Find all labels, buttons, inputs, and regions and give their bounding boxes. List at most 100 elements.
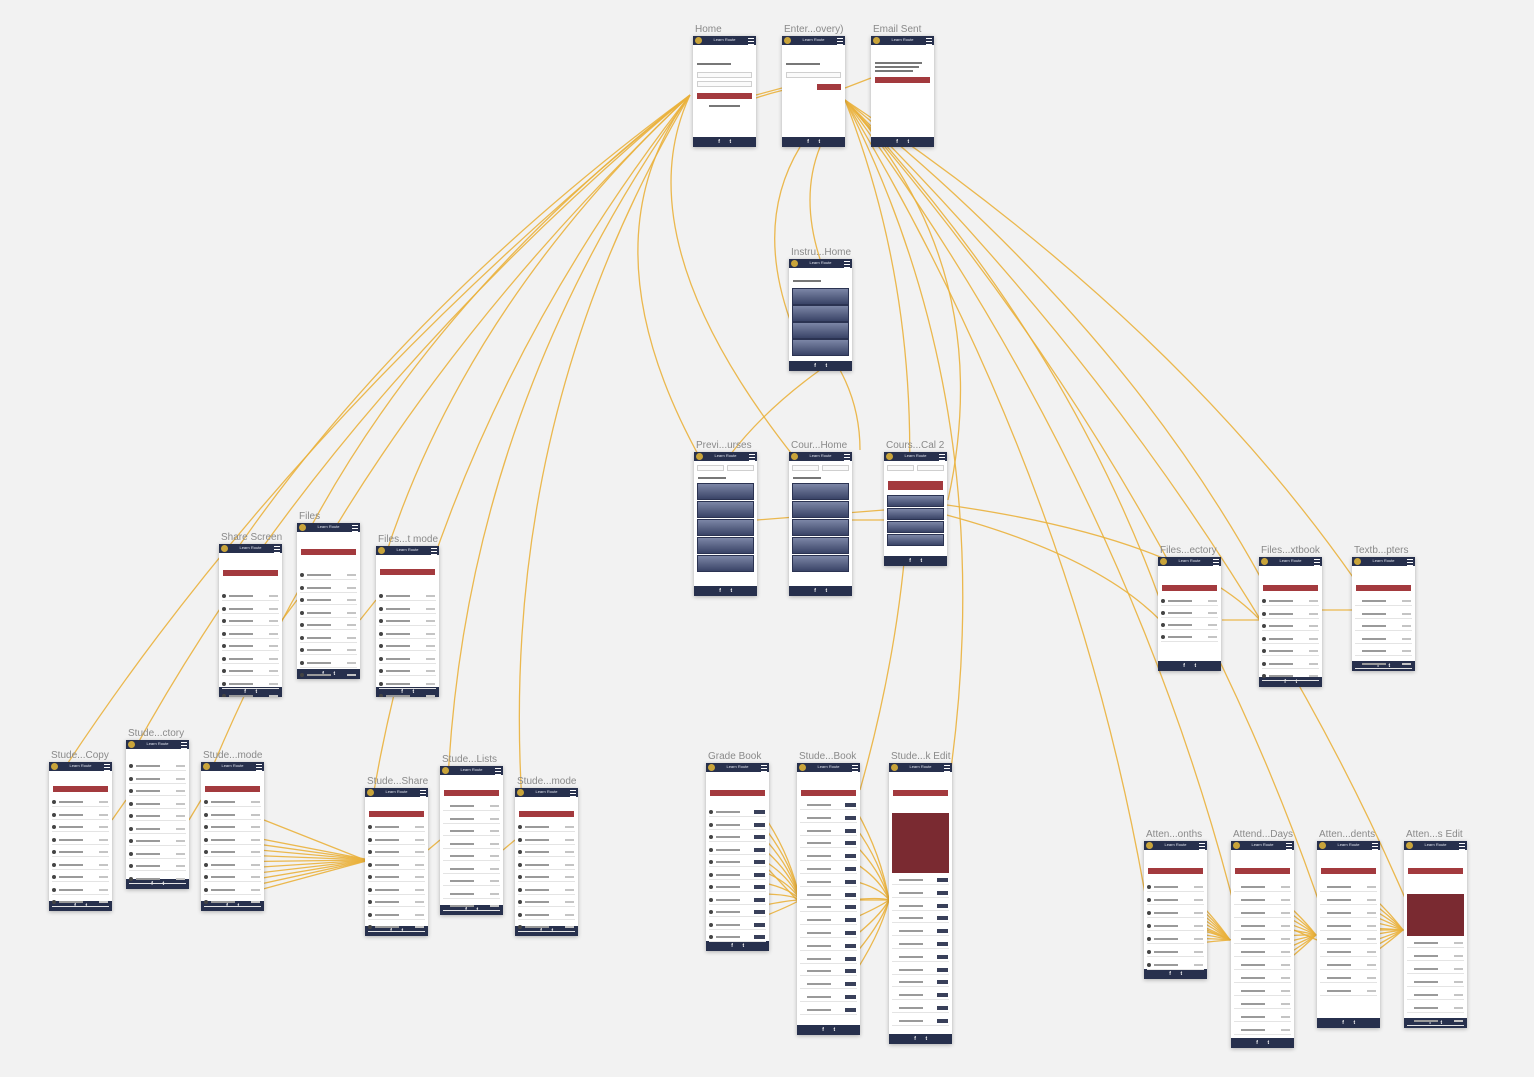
hamburger-icon[interactable] xyxy=(352,525,358,532)
list-item[interactable] xyxy=(1269,612,1294,615)
list-item[interactable] xyxy=(59,863,84,866)
hamburger-icon[interactable] xyxy=(1314,559,1320,566)
list-item[interactable] xyxy=(899,930,924,933)
list-item[interactable] xyxy=(229,632,254,635)
list-item[interactable] xyxy=(1414,1007,1439,1009)
list-item[interactable] xyxy=(716,923,741,926)
list-item[interactable] xyxy=(1168,636,1193,638)
menu-button[interactable] xyxy=(791,339,850,356)
list-item[interactable] xyxy=(1362,650,1387,652)
toggle-right[interactable] xyxy=(916,465,945,471)
list-item[interactable] xyxy=(307,611,332,614)
submit-button[interactable] xyxy=(816,84,842,90)
list-item[interactable] xyxy=(807,970,832,973)
course-button[interactable] xyxy=(791,501,850,518)
list-item[interactable] xyxy=(211,863,236,866)
list-item[interactable] xyxy=(59,901,84,903)
list-item[interactable] xyxy=(211,838,236,841)
edit-panel[interactable] xyxy=(892,813,949,873)
hamburger-icon[interactable] xyxy=(431,548,437,555)
list-item[interactable] xyxy=(1241,938,1266,940)
facebook-icon[interactable]: f xyxy=(1377,663,1379,669)
list-item[interactable] xyxy=(450,830,475,832)
twitter-icon[interactable]: t xyxy=(1440,1020,1443,1026)
list-item[interactable] xyxy=(1327,951,1352,953)
list-item[interactable] xyxy=(386,632,411,635)
row-action-button[interactable] xyxy=(844,905,857,910)
list-item[interactable] xyxy=(1168,624,1193,626)
facebook-icon[interactable]: f xyxy=(814,363,816,369)
list-item[interactable] xyxy=(307,636,332,639)
row-action-button[interactable] xyxy=(844,854,857,859)
list-item[interactable] xyxy=(211,826,236,828)
facebook-icon[interactable]: f xyxy=(807,139,809,145)
hamburger-icon[interactable] xyxy=(181,742,187,749)
twitter-icon[interactable]: t xyxy=(729,139,732,145)
course-button[interactable] xyxy=(791,483,850,500)
list-item[interactable] xyxy=(716,823,741,826)
twitter-icon[interactable]: t xyxy=(412,689,415,695)
list-item[interactable] xyxy=(450,855,475,857)
list-item[interactable] xyxy=(211,813,236,816)
list-item[interactable] xyxy=(1362,637,1387,640)
list-item[interactable] xyxy=(1362,662,1387,665)
list-item[interactable] xyxy=(229,695,254,697)
list-item[interactable] xyxy=(136,827,161,830)
list-item[interactable] xyxy=(716,848,741,851)
row-action-button[interactable] xyxy=(753,872,766,877)
list-item[interactable] xyxy=(136,777,161,780)
twitter-icon[interactable]: t xyxy=(1353,1020,1356,1026)
list-item[interactable] xyxy=(136,790,161,792)
list-item[interactable] xyxy=(807,919,832,922)
row-action-button[interactable] xyxy=(844,1007,857,1012)
hamburger-icon[interactable] xyxy=(1407,559,1413,566)
list-item[interactable] xyxy=(716,886,741,888)
list-item[interactable] xyxy=(807,855,832,858)
row-action-button[interactable] xyxy=(753,822,766,827)
row-action-button[interactable] xyxy=(844,867,857,871)
twitter-icon[interactable]: t xyxy=(162,881,165,887)
twitter-icon[interactable]: t xyxy=(825,363,828,369)
row-action-button[interactable] xyxy=(844,892,857,897)
toggle-right[interactable] xyxy=(821,465,850,471)
list-item[interactable] xyxy=(899,943,924,945)
list-item[interactable] xyxy=(1154,899,1179,901)
list-item[interactable] xyxy=(525,838,550,841)
row-action-button[interactable] xyxy=(844,995,857,999)
list-item[interactable] xyxy=(1168,612,1193,614)
course-button[interactable] xyxy=(791,555,850,572)
facebook-icon[interactable]: f xyxy=(909,558,911,564)
facebook-icon[interactable]: f xyxy=(719,588,721,594)
screen-student-share[interactable]: Stude...Share Learn Route ft xyxy=(365,776,428,936)
edit-panel[interactable] xyxy=(1407,894,1464,936)
row-action-button[interactable] xyxy=(936,890,949,895)
list-item[interactable] xyxy=(386,682,411,685)
list-item[interactable] xyxy=(716,936,741,938)
list-item[interactable] xyxy=(1327,964,1352,966)
list-item[interactable] xyxy=(807,868,832,870)
toggle-right[interactable] xyxy=(726,465,755,471)
list-item[interactable] xyxy=(307,661,332,664)
list-item[interactable] xyxy=(375,838,400,841)
list-item[interactable] xyxy=(386,695,411,697)
row-action-button[interactable] xyxy=(753,810,766,814)
list-item[interactable] xyxy=(1414,1020,1439,1022)
list-item[interactable] xyxy=(807,893,832,896)
list-item[interactable] xyxy=(229,607,254,610)
email-field[interactable] xyxy=(785,72,842,78)
list-item[interactable] xyxy=(1269,675,1294,677)
row-action-button[interactable] xyxy=(936,942,949,946)
facebook-icon[interactable]: f xyxy=(1284,679,1286,685)
list-item[interactable] xyxy=(211,851,236,853)
facebook-icon[interactable]: f xyxy=(822,1027,824,1033)
hamburger-icon[interactable] xyxy=(761,765,767,772)
section-button[interactable] xyxy=(886,521,945,533)
